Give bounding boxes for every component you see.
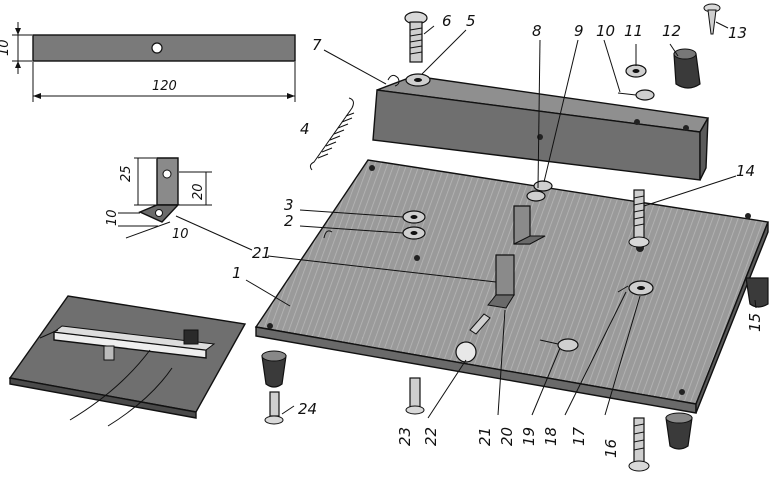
spring-4 bbox=[309, 97, 355, 171]
bracket-dim-25: 25 bbox=[119, 165, 134, 182]
lug-10 bbox=[617, 89, 655, 101]
board-corner-hole-2 bbox=[745, 213, 751, 219]
board-corner-hole-4 bbox=[679, 389, 685, 395]
bracket-drawing: 25 20 10 10 bbox=[105, 157, 212, 242]
callout-24: 24 bbox=[298, 400, 317, 418]
callout-19: 19 bbox=[520, 427, 538, 446]
foot-left bbox=[261, 350, 287, 388]
cap-12 bbox=[673, 48, 701, 89]
assembled-wires bbox=[39, 329, 173, 427]
callout-22: 22 bbox=[422, 427, 440, 446]
callout-13: 13 bbox=[728, 24, 747, 42]
board-corner-hole-3 bbox=[267, 323, 273, 329]
bolt-14 bbox=[628, 189, 650, 248]
board-hook bbox=[323, 230, 333, 239]
strip-drawing: 10 120 bbox=[0, 22, 296, 102]
corner-blank bbox=[0, 428, 160, 482]
nut-11 bbox=[625, 64, 647, 78]
callout-17: 17 bbox=[570, 426, 588, 446]
callout-7: 7 bbox=[312, 36, 322, 54]
screw-6 bbox=[404, 11, 428, 63]
block-side-face bbox=[699, 117, 709, 181]
board-hole-5 bbox=[414, 255, 420, 261]
spacers-2-3 bbox=[402, 210, 426, 240]
block-hole-2 bbox=[683, 125, 689, 131]
washer-5 bbox=[405, 73, 431, 87]
block-hole-1 bbox=[634, 119, 640, 125]
washer-8-9 bbox=[526, 180, 553, 202]
foot-right-front bbox=[665, 412, 693, 450]
bracket-dim-20: 20 bbox=[191, 183, 206, 200]
callout-3: 3 bbox=[284, 196, 294, 214]
block-hole-3 bbox=[537, 134, 543, 140]
foot-right-back bbox=[745, 277, 769, 308]
board-corner-hole-1 bbox=[369, 165, 375, 171]
callout-14: 14 bbox=[736, 162, 755, 180]
lug-19 bbox=[539, 338, 579, 352]
callout-21-lower: 21 bbox=[476, 427, 494, 446]
callout-labels: 1 2 3 4 5 6 7 8 9 10 11 12 13 14 15 16 1… bbox=[232, 12, 764, 458]
bracket-dim-10-a: 10 bbox=[105, 209, 120, 226]
bracket-vertical-leg bbox=[156, 157, 179, 206]
strip-hole bbox=[151, 42, 163, 54]
callout-1: 1 bbox=[232, 264, 242, 282]
callout-5: 5 bbox=[466, 12, 476, 30]
bracket-lower bbox=[487, 254, 515, 309]
strip-height-dim: 10 bbox=[0, 39, 12, 56]
bracket-upper bbox=[513, 205, 546, 245]
nut-17 bbox=[617, 280, 654, 296]
strip-bar bbox=[32, 34, 296, 62]
callout-4: 4 bbox=[300, 120, 310, 138]
callout-18: 18 bbox=[542, 427, 560, 446]
bracket-dim-10-b: 10 bbox=[172, 227, 189, 242]
screw-16 bbox=[628, 417, 650, 472]
board-right-edge bbox=[695, 221, 769, 414]
callout-15: 15 bbox=[746, 313, 764, 332]
callout-11: 11 bbox=[624, 22, 643, 40]
callout-6: 6 bbox=[442, 12, 452, 30]
screw-22 bbox=[455, 313, 491, 363]
callout-23: 23 bbox=[396, 427, 414, 446]
callout-21-upper: 21 bbox=[252, 244, 271, 262]
screw-23 bbox=[405, 377, 425, 415]
strip-width-dim: 120 bbox=[152, 79, 177, 94]
callout-12: 12 bbox=[662, 22, 681, 40]
screw-13 bbox=[703, 3, 721, 35]
callout-9: 9 bbox=[574, 22, 584, 40]
callout-10: 10 bbox=[596, 22, 615, 40]
callout-16: 16 bbox=[602, 439, 620, 458]
wooden-block bbox=[372, 75, 710, 181]
assembled-board bbox=[8, 295, 247, 413]
callout-2: 2 bbox=[284, 212, 294, 230]
bracket-hole-bottom bbox=[155, 209, 163, 217]
bracket-hole-top bbox=[162, 169, 172, 179]
leader-lines bbox=[175, 21, 757, 419]
callout-8: 8 bbox=[532, 22, 542, 40]
assembled-view bbox=[8, 295, 247, 427]
hook-7 bbox=[387, 74, 400, 87]
screw-24 bbox=[264, 391, 284, 425]
callout-20: 20 bbox=[498, 427, 516, 446]
